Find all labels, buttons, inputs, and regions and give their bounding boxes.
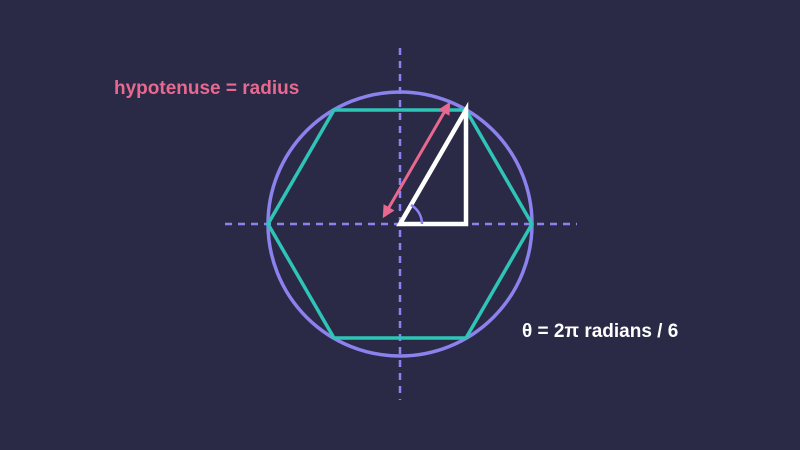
hypotenuse-arrow <box>382 101 451 219</box>
hypotenuse-label: hypotenuse = radius <box>114 78 300 99</box>
right-triangle <box>396 101 469 227</box>
angle-arc <box>410 203 424 225</box>
theta-formula-label: θ = 2π radians / 6 <box>522 321 679 342</box>
